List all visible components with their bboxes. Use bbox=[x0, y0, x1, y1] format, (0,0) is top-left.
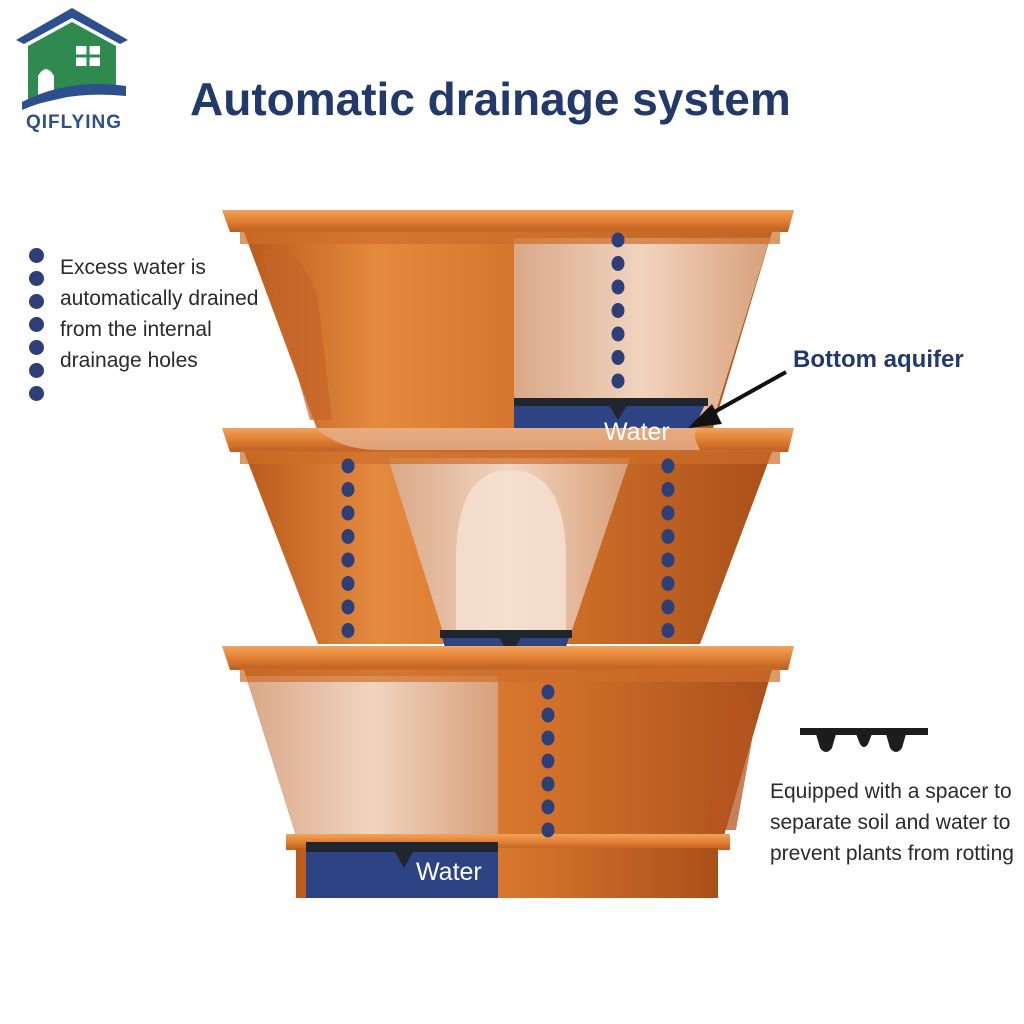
planter-tier-middle bbox=[222, 428, 794, 668]
bottom-aquifer-label: Bottom aquifer bbox=[793, 346, 964, 373]
water-drop bbox=[341, 552, 355, 568]
logo-text: QIFLYING bbox=[26, 112, 122, 133]
bullet-dot bbox=[29, 363, 44, 378]
water-drop bbox=[341, 482, 355, 497]
water-label-top: Water bbox=[604, 418, 670, 446]
water-drop bbox=[541, 822, 555, 838]
water-drop bbox=[541, 776, 555, 792]
water-drop bbox=[661, 505, 675, 521]
water-drop bbox=[341, 623, 355, 638]
water-drop bbox=[661, 623, 675, 638]
water-drop bbox=[541, 730, 555, 746]
water-drop bbox=[611, 256, 625, 271]
water-drop bbox=[661, 482, 675, 497]
drainage-drops bbox=[341, 232, 675, 838]
bullet-dot bbox=[29, 294, 44, 309]
water-drop bbox=[541, 684, 555, 700]
drainage-note: Excess water is automatically drained fr… bbox=[60, 256, 259, 372]
water-drop bbox=[341, 505, 355, 521]
planter-tier-bottom bbox=[222, 646, 794, 898]
bullet-dot bbox=[29, 317, 44, 332]
water-drop bbox=[541, 753, 555, 769]
water-drop bbox=[611, 350, 625, 365]
water-drop bbox=[341, 576, 355, 591]
water-drop bbox=[341, 529, 355, 544]
water-drop bbox=[611, 373, 625, 389]
water-drop bbox=[341, 458, 355, 474]
bullet-dots bbox=[29, 248, 45, 409]
bullet-dot bbox=[29, 386, 44, 401]
house-logo-icon bbox=[16, 8, 128, 110]
water-drop bbox=[661, 552, 675, 568]
water-label-bottom: Water bbox=[416, 858, 482, 886]
bullet-dot bbox=[29, 271, 44, 286]
water-drop bbox=[611, 279, 625, 295]
water-drop bbox=[611, 326, 625, 342]
page-title: Automatic drainage system bbox=[190, 73, 791, 125]
spacer-icon bbox=[800, 728, 928, 752]
water-drop bbox=[341, 599, 355, 615]
water-drop bbox=[661, 529, 675, 544]
bullet-dot bbox=[29, 248, 44, 263]
spacer-note: Equipped with a spacer to separate soil … bbox=[770, 780, 1014, 865]
water-drop bbox=[611, 303, 625, 318]
arrow-icon bbox=[688, 370, 787, 428]
water-drop bbox=[611, 232, 625, 248]
water-drop bbox=[661, 458, 675, 474]
water-drop bbox=[661, 599, 675, 615]
water-drop bbox=[541, 799, 555, 815]
water-drop bbox=[661, 576, 675, 591]
water-drop bbox=[541, 707, 555, 723]
bullet-dot bbox=[29, 340, 44, 355]
